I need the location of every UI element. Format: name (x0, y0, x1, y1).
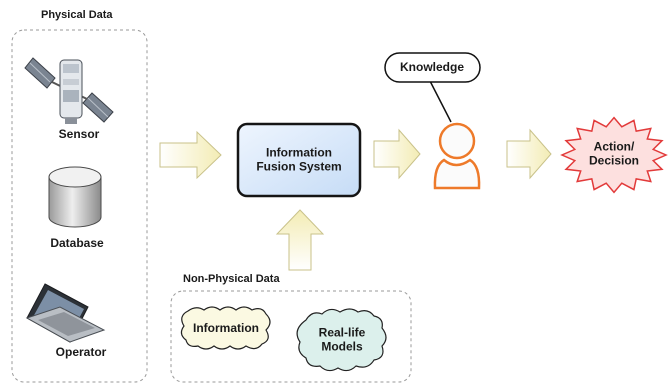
knowledge-bubble (384, 52, 481, 83)
action-line2: Decision (588, 154, 640, 168)
fusion-system-line2: Fusion System (256, 160, 342, 174)
knowledge-callout-line (429, 80, 452, 123)
arrow-physical-to-fusion (159, 130, 222, 180)
models-cloud-label: Real-life Models (319, 326, 366, 355)
physical-data-title: Physical Data (41, 9, 113, 21)
nonphysical-data-title: Non-Physical Data (183, 273, 280, 285)
action-line1: Action/ (593, 139, 635, 154)
fusion-system-label: Information Fusion System (256, 146, 341, 175)
satellite-icon (24, 57, 114, 124)
action-decision-label: Action/ Decision (589, 140, 639, 169)
person-icon (433, 122, 481, 190)
knowledge-label: Knowledge (399, 59, 465, 74)
database-label: Database (50, 236, 104, 250)
action-burst (560, 116, 668, 194)
models-cloud (296, 308, 387, 372)
arrow-user-to-action (506, 128, 552, 180)
information-cloud (180, 306, 271, 350)
database-icon (48, 166, 102, 228)
fusion-system-line1: Information (265, 145, 332, 160)
fusion-system-box (236, 122, 362, 198)
laptop-icon (25, 283, 106, 343)
models-line1: Real-life (318, 325, 366, 340)
models-line2: Models (321, 340, 363, 354)
information-cloud-label: Information (193, 320, 259, 335)
arrow-fusion-to-user (373, 128, 421, 180)
arrow-nonphysical-to-fusion (275, 209, 325, 271)
sensor-label: Sensor (58, 127, 100, 141)
operator-label: Operator (55, 345, 107, 359)
